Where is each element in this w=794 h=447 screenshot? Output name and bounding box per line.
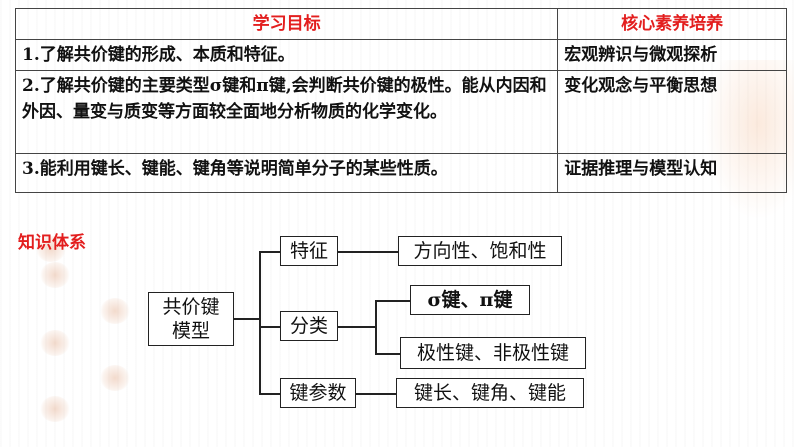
goal-cell: 1.了解共价键的形成、本质和特征。: [14, 39, 559, 71]
seal-stamp-icon: [100, 365, 130, 391]
connector-line: [338, 326, 376, 328]
connector-line: [259, 326, 280, 328]
root-node: 共价键模型: [148, 292, 234, 346]
seal-stamp-icon: [40, 330, 70, 356]
connector-line: [356, 393, 396, 395]
connector-line: [234, 318, 260, 320]
branch-feature: 特征: [280, 236, 338, 266]
literacy-cell: 宏观辨识与微观探析: [557, 39, 787, 71]
seal-stamp-icon: [36, 236, 66, 262]
leaf-feature-detail: 方向性、饱和性: [398, 236, 562, 266]
branch-parameters: 键参数: [280, 378, 356, 408]
header-learning-goals: 学习目标: [14, 8, 559, 40]
seal-stamp-icon: [100, 298, 130, 324]
connector-line: [375, 300, 410, 302]
literacy-cell: 证据推理与模型认知: [557, 153, 787, 193]
leaf-param-detail: 键长、键角、键能: [396, 378, 584, 408]
connector-line: [375, 300, 377, 353]
seal-stamp-icon: [40, 262, 70, 288]
seal-stamp-icon: [40, 396, 70, 422]
literacy-cell: 变化观念与平衡思想: [557, 70, 787, 154]
connector-line: [338, 251, 398, 253]
branch-classification: 分类: [280, 311, 338, 341]
table-row: 1.了解共价键的形成、本质和特征。 宏观辨识与微观探析: [14, 39, 787, 71]
connector-line: [259, 251, 280, 253]
goal-cell: 3.能利用键长、键能、键角等说明简单分子的某些性质。: [14, 153, 559, 193]
header-core-literacy: 核心素养培养: [557, 8, 787, 40]
table-row: 3.能利用键长、键能、键角等说明简单分子的某些性质。 证据推理与模型认知: [14, 153, 787, 193]
table-row: 2.了解共价键的主要类型σ键和π键,会判断共价键的极性。能从内因和外因、量变与质…: [14, 70, 787, 154]
connector-line: [259, 393, 280, 395]
leaf-polarity: 极性键、非极性键: [400, 337, 586, 369]
goals-table: 学习目标 核心素养培养 1.了解共价键的形成、本质和特征。 宏观辨识与微观探析 …: [14, 8, 787, 193]
connector-line: [375, 353, 400, 355]
section-title: 知识体系: [18, 233, 86, 253]
goal-cell: 2.了解共价键的主要类型σ键和π键,会判断共价键的极性。能从内因和外因、量变与质…: [14, 70, 559, 154]
leaf-sigma-pi: σ键、π键: [410, 285, 530, 315]
connector-line: [259, 251, 261, 394]
